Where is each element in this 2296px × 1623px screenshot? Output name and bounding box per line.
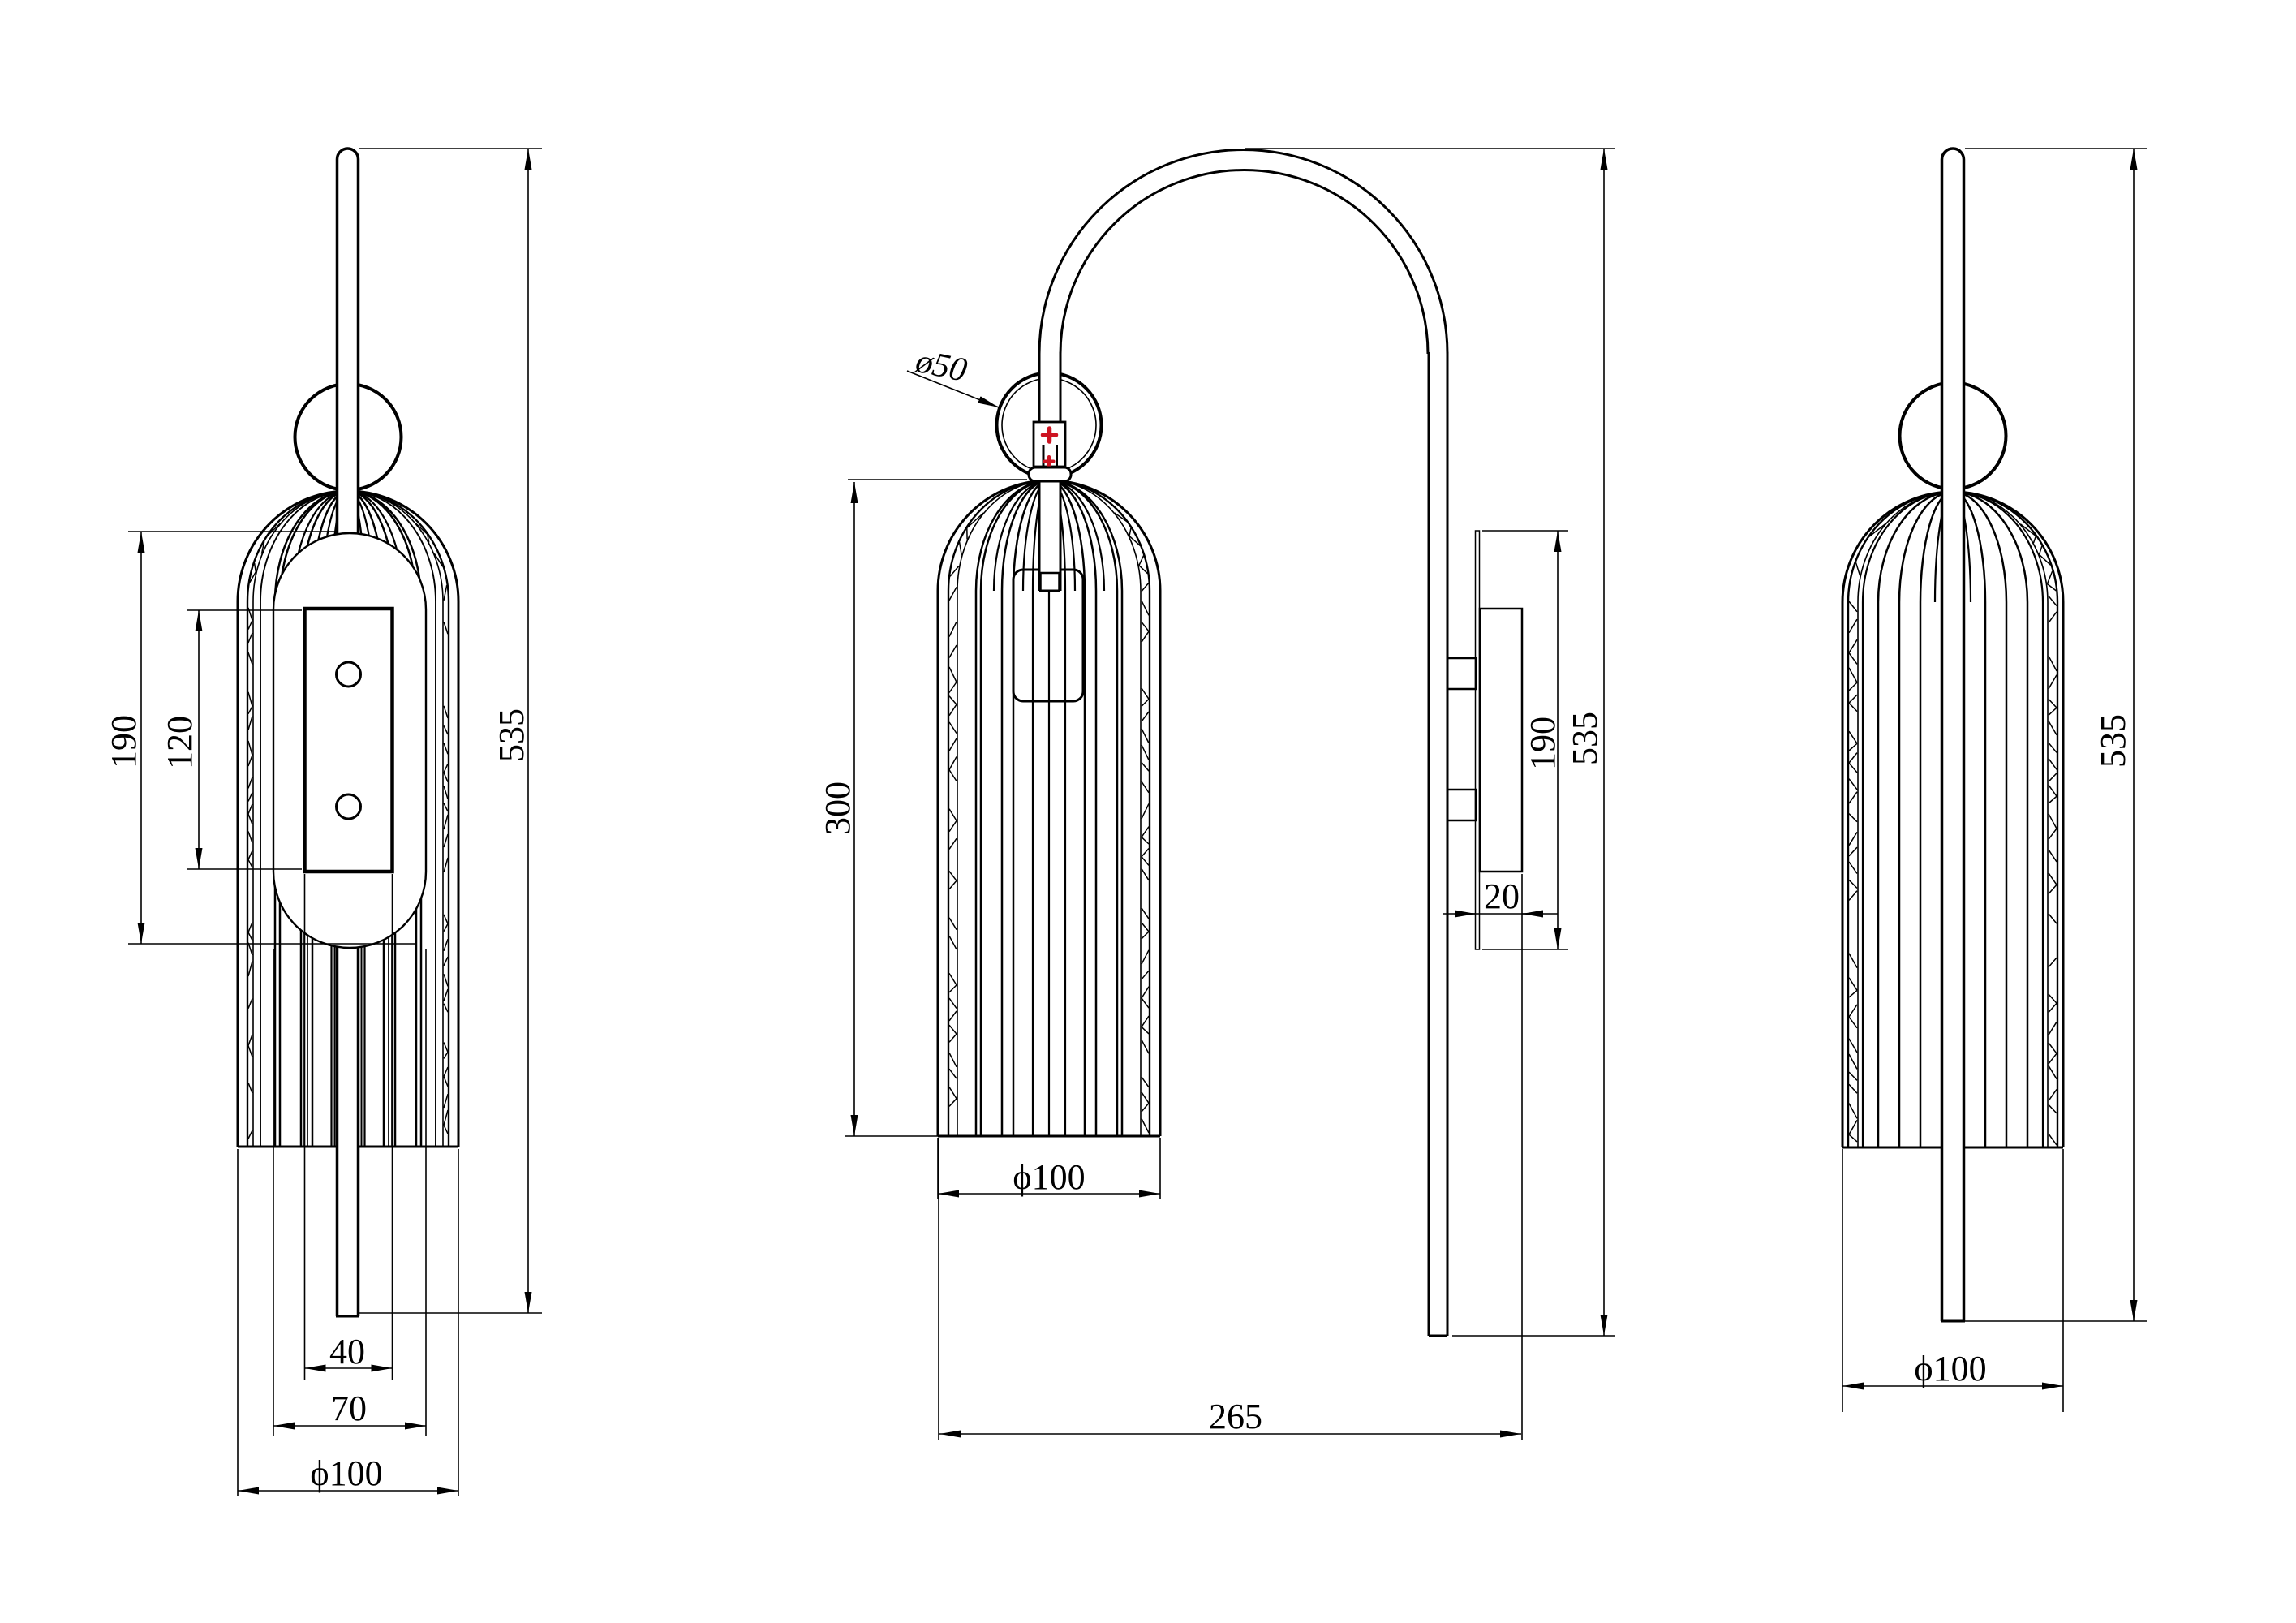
svg-text:ϕ100: ϕ100	[310, 1453, 382, 1493]
svg-text:ϕ100: ϕ100	[1013, 1157, 1085, 1197]
svg-text:ϕ100: ϕ100	[1914, 1349, 1986, 1388]
svg-text:70: 70	[331, 1388, 367, 1428]
svg-text:535: 535	[1565, 712, 1605, 765]
svg-text:535: 535	[492, 708, 531, 762]
svg-text:20: 20	[1484, 876, 1520, 916]
svg-text:535: 535	[2093, 714, 2133, 768]
svg-text:265: 265	[1209, 1397, 1262, 1436]
svg-text:190: 190	[104, 715, 144, 768]
svg-text:120: 120	[160, 716, 200, 769]
svg-text:40: 40	[329, 1332, 365, 1371]
svg-text:190: 190	[1523, 717, 1563, 770]
svg-text:300: 300	[818, 781, 858, 835]
